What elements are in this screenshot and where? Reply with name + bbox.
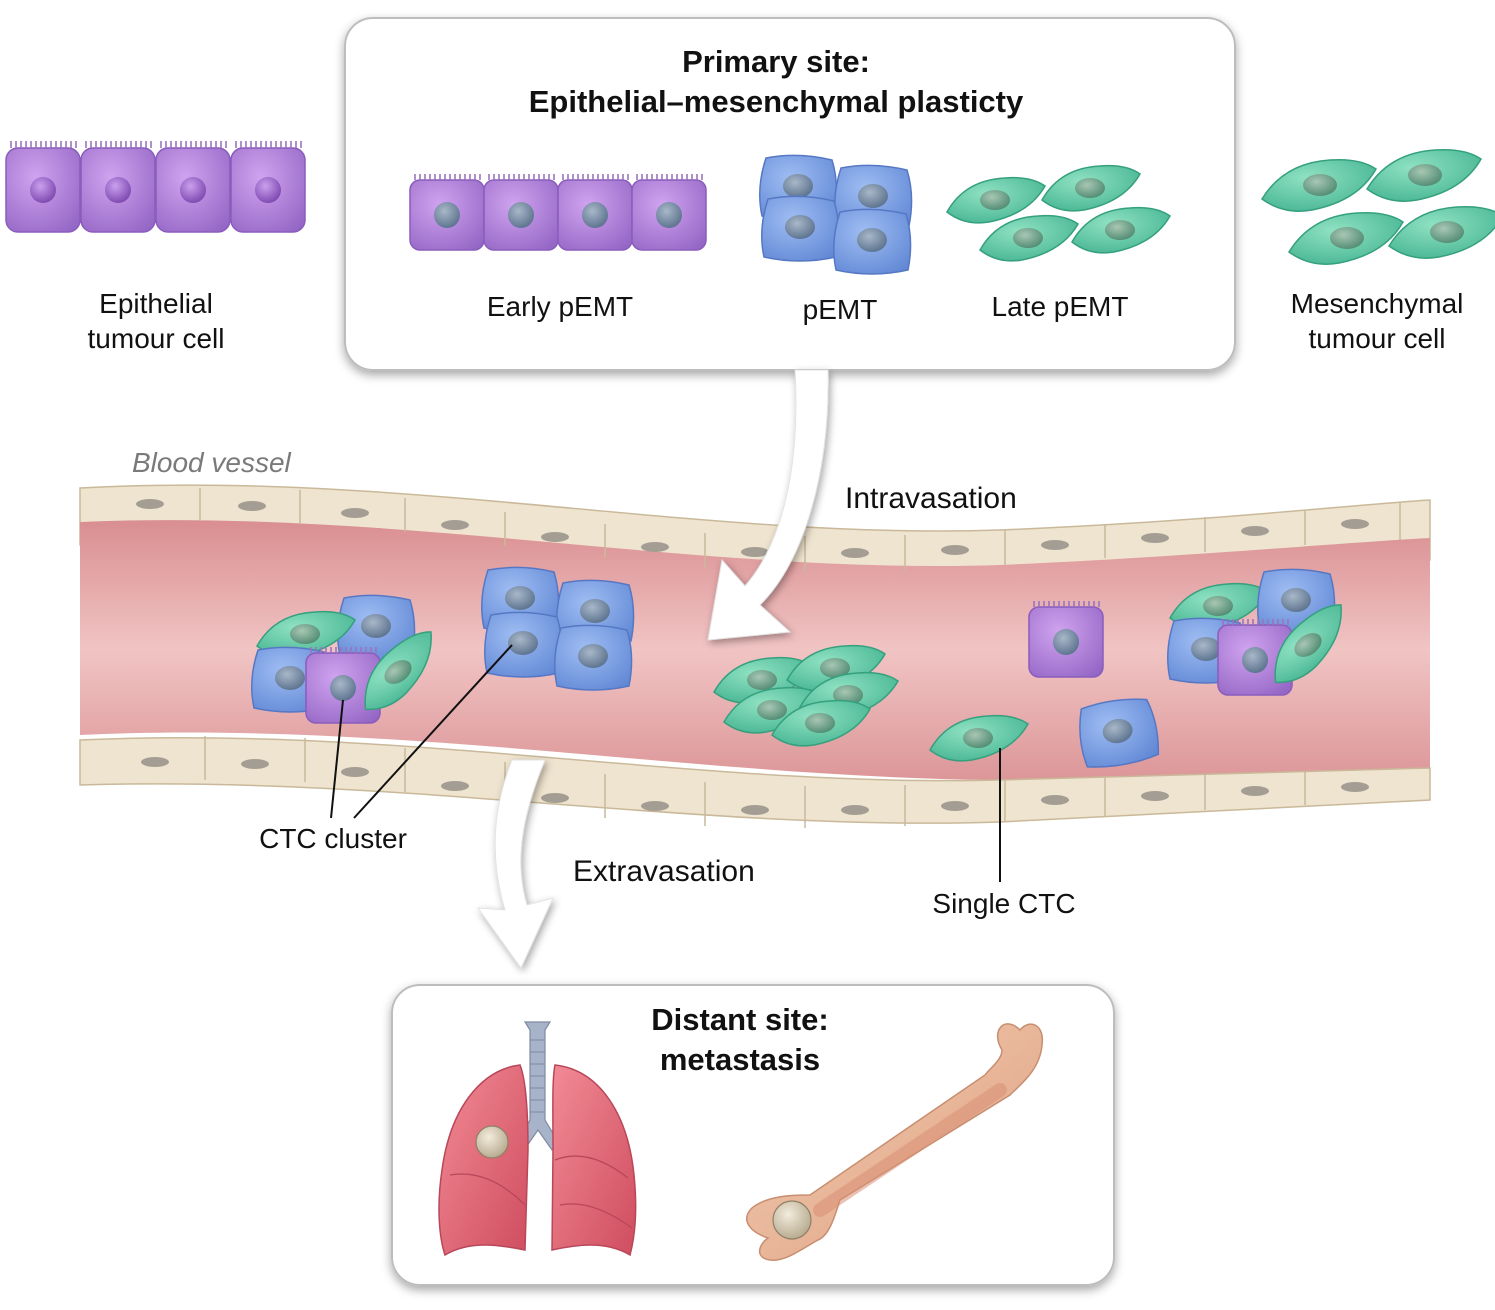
mesenchymal-cells-illustration — [1261, 148, 1495, 265]
primary-site-subtitle: Epithelial–mesenchymal plasticty — [528, 84, 1024, 119]
distant-site-title: Distant site: — [651, 1002, 829, 1037]
blood-vessel-label: Blood vessel — [132, 447, 291, 478]
epithelial-label-line1: Epithelial — [99, 288, 213, 319]
stage-late-pemt-label: Late pEMT — [991, 291, 1129, 322]
stage-pemt-label: pEMT — [802, 294, 878, 325]
stage-early-pemt-label: Early pEMT — [486, 291, 634, 322]
leader-lines — [330, 644, 1001, 882]
bone-illustration — [746, 1023, 1044, 1261]
epithelial-label-line2: tumour cell — [87, 323, 225, 354]
intravasation-arrow — [707, 369, 829, 641]
ctc-cluster-label: CTC cluster — [259, 823, 407, 854]
primary-site-title: Primary site: — [682, 44, 870, 79]
pemt-cells — [759, 154, 913, 275]
mesenchymal-label-line2: tumour cell — [1308, 323, 1446, 354]
intravasation-label: Intravasation — [845, 482, 1017, 515]
distant-site-subtitle: metastasis — [659, 1042, 821, 1077]
single-ctc-label: Single CTC — [932, 888, 1076, 919]
lungs-illustration — [438, 1021, 637, 1257]
ctc-cluster-blue — [481, 566, 635, 691]
extravasation-arrow — [476, 759, 554, 969]
extravasation-label: Extravasation — [573, 855, 755, 888]
single-epithelial-ctc — [1028, 600, 1104, 678]
epithelial-cells-illustration — [5, 140, 306, 233]
mesenchymal-label-line1: Mesenchymal — [1290, 288, 1464, 319]
